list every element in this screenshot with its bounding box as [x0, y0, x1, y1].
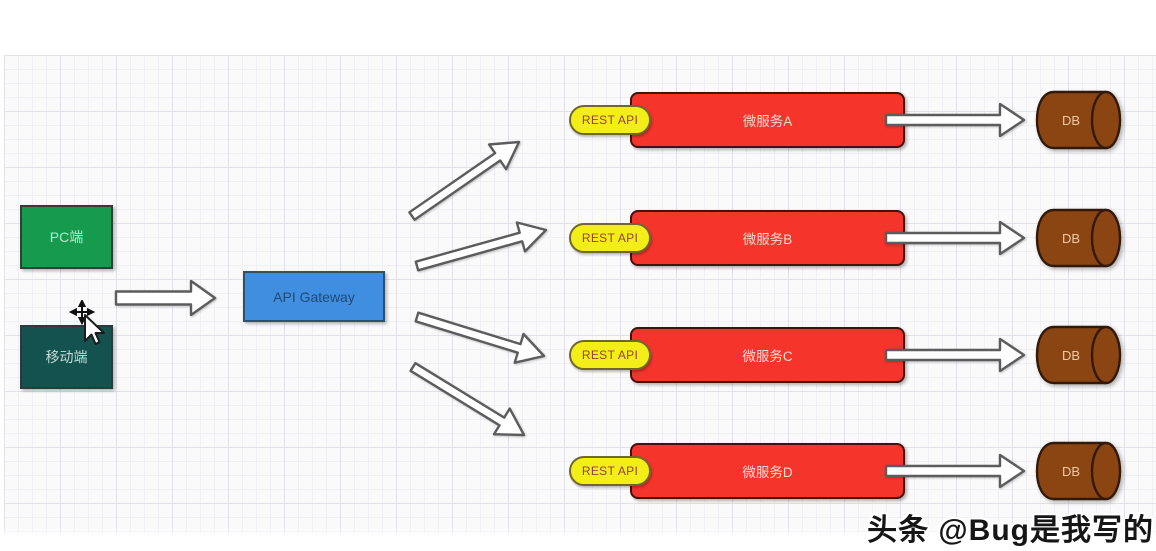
- node-service-a[interactable]: 微服务A: [630, 92, 905, 148]
- node-service-d-label: 微服务D: [742, 465, 793, 480]
- rest-api-badge-a[interactable]: REST API: [569, 105, 651, 135]
- rest-api-badge-b-label: REST API: [581, 231, 639, 245]
- node-database-a-label: DB: [1061, 112, 1081, 128]
- node-service-d[interactable]: 微服务D: [630, 443, 905, 499]
- node-api-gateway-label: API Gateway: [273, 288, 355, 305]
- node-service-c-label: 微服务C: [742, 349, 793, 364]
- database-cylinder-icon: [1035, 441, 1122, 501]
- node-database-c-label: DB: [1061, 347, 1081, 363]
- node-api-gateway[interactable]: API Gateway: [243, 271, 385, 322]
- node-pc-client[interactable]: PC端: [20, 205, 113, 269]
- watermark-text: 头条 @Bug是我写的: [867, 514, 1154, 547]
- rest-api-badge-c-label: REST API: [581, 348, 639, 362]
- node-database-c[interactable]: DB: [1034, 324, 1124, 386]
- node-pc-client-label: PC端: [49, 229, 84, 245]
- canvas-bottom-fade: [4, 527, 1156, 537]
- database-cylinder-icon: [1035, 325, 1122, 385]
- database-cylinder-icon: [1035, 90, 1122, 150]
- node-mobile-client-label: 移动端: [45, 349, 88, 365]
- node-database-b-label: DB: [1061, 230, 1081, 246]
- node-service-b[interactable]: 微服务B: [630, 210, 905, 266]
- rest-api-badge-d-label: REST API: [581, 464, 639, 478]
- move-cursor-icon: [68, 300, 105, 345]
- rest-api-badge-d[interactable]: REST API: [569, 456, 651, 486]
- rest-api-badge-c[interactable]: REST API: [569, 340, 651, 370]
- rest-api-badge-b[interactable]: REST API: [569, 223, 651, 253]
- node-database-a[interactable]: DB: [1034, 89, 1124, 151]
- database-cylinder-icon: [1035, 208, 1122, 268]
- node-database-d[interactable]: DB: [1034, 440, 1124, 502]
- node-database-d-label: DB: [1061, 463, 1081, 479]
- rest-api-badge-a-label: REST API: [581, 113, 639, 127]
- node-service-c[interactable]: 微服务C: [630, 327, 905, 383]
- node-service-b-label: 微服务B: [742, 232, 793, 247]
- node-database-b[interactable]: DB: [1034, 207, 1124, 269]
- node-service-a-label: 微服务A: [742, 114, 793, 129]
